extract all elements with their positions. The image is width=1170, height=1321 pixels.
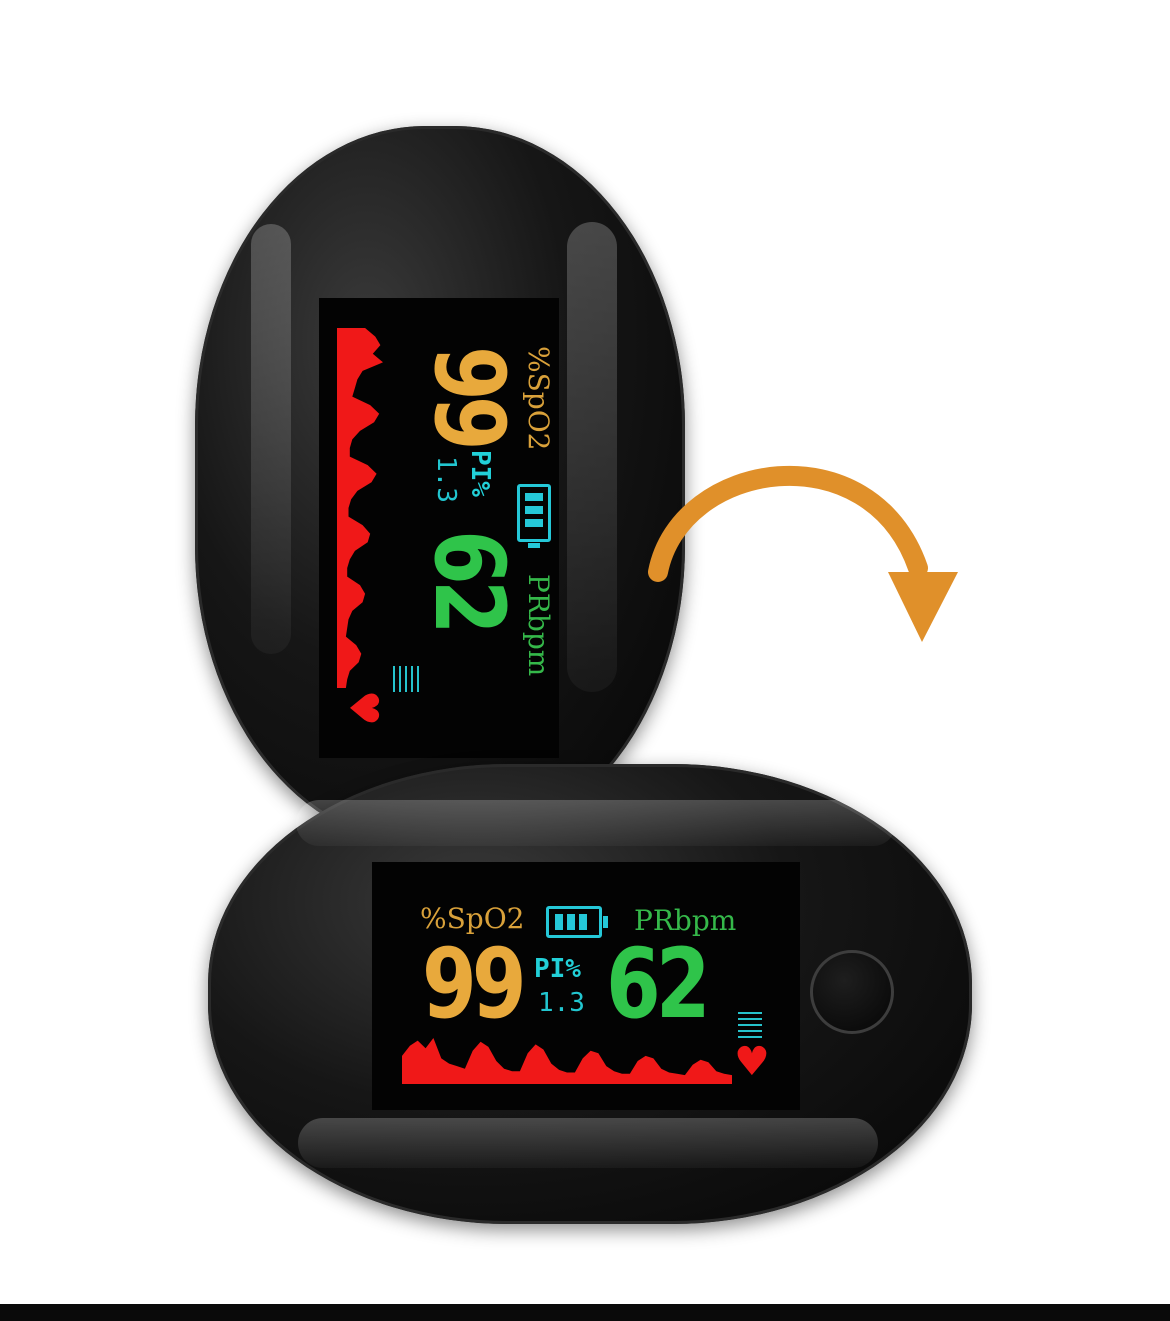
- oximeter-vertical-screen: %SpO2 PRbpm 99 PI% 1.3 62 ♥: [319, 298, 559, 758]
- pleth-waveform: [402, 1038, 732, 1084]
- pleth-waveform: [337, 328, 383, 688]
- heart-icon: ♥: [340, 690, 386, 726]
- pi-label: PI%: [534, 954, 581, 984]
- spo2-label: %SpO2: [420, 902, 525, 935]
- body-highlight: [251, 224, 291, 654]
- battery-icon: [546, 906, 608, 938]
- pi-value: 1.3: [431, 456, 461, 503]
- signal-bars-icon: [738, 1012, 762, 1040]
- spo2-value: 99: [422, 928, 527, 1040]
- body-highlight: [567, 222, 617, 692]
- signal-bars-icon: [391, 666, 419, 692]
- pi-label: PI%: [465, 450, 495, 497]
- spo2-value: 99: [413, 346, 525, 446]
- heart-icon: ♥: [734, 1039, 770, 1085]
- waveform-fill: [337, 328, 383, 688]
- pr-value: 62: [413, 530, 525, 630]
- pi-value: 1.3: [538, 988, 585, 1018]
- pr-value: 62: [606, 928, 711, 1040]
- oximeter-horizontal-screen: %SpO2 PRbpm 99 PI% 1.3 62 ♥: [372, 862, 800, 1110]
- body-highlight: [298, 1118, 878, 1168]
- rotate-arrow-icon: [648, 465, 958, 642]
- waveform-fill: [402, 1038, 732, 1084]
- pr-label: PRbpm: [522, 574, 555, 677]
- pr-label: PRbpm: [634, 904, 737, 937]
- body-highlight: [296, 800, 896, 846]
- rotated-display: %SpO2 PRbpm 99 PI% 1.3 62 ♥: [319, 298, 559, 758]
- power-button-icon[interactable]: [810, 950, 894, 1034]
- spo2-label: %SpO2: [522, 346, 555, 451]
- bottom-bar: [0, 1304, 1170, 1321]
